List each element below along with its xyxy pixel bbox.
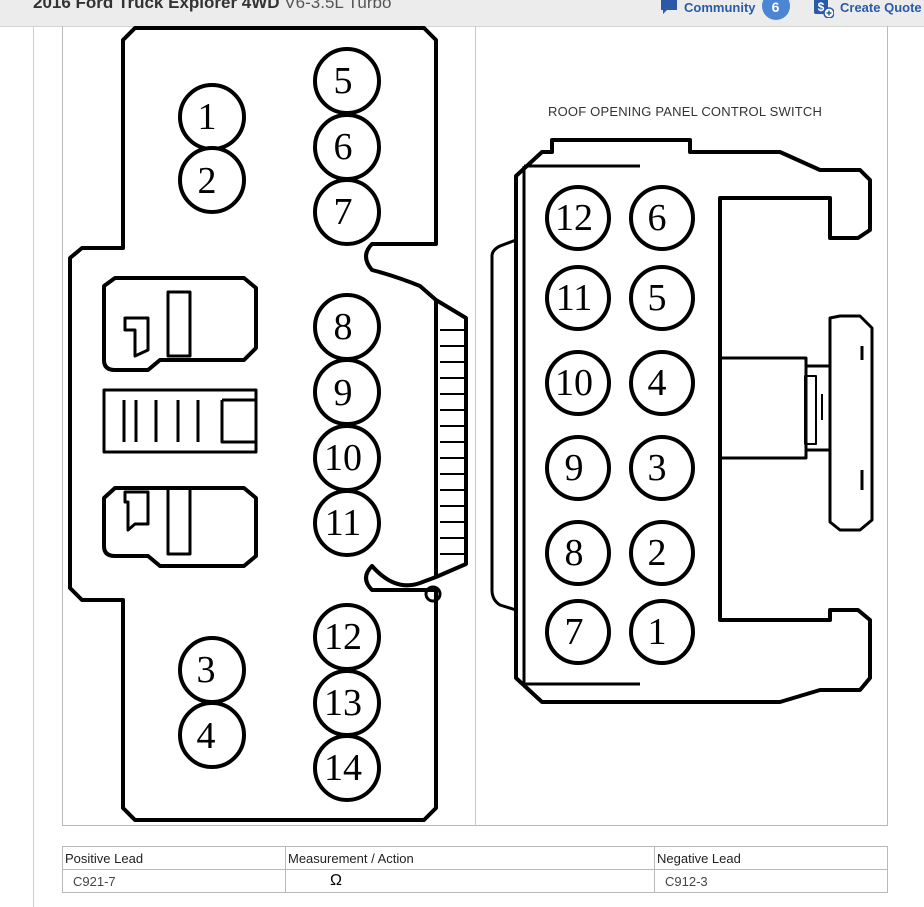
cell-measurement: Ω [285, 869, 655, 893]
pin-14: 14 [313, 734, 381, 802]
switch-pin-1: 1 [629, 599, 695, 665]
pin-label: 12 [324, 616, 362, 658]
pin-label: 5 [648, 277, 667, 319]
community-link[interactable]: Community 6 [660, 0, 790, 20]
pin-label: 5 [334, 60, 353, 102]
pin-8: 8 [313, 293, 381, 361]
switch-pin-12: 12 [545, 185, 611, 251]
switch-pin-4: 4 [629, 350, 695, 416]
pin-6: 6 [313, 113, 381, 181]
community-count-badge: 6 [761, 0, 790, 20]
chat-icon [661, 0, 677, 14]
pin-1: 1 [178, 83, 246, 151]
community-label: Community [684, 0, 756, 15]
page-left-rule [33, 26, 34, 907]
pin-label: 9 [565, 447, 584, 489]
switch-pins: 12 6 11 5 10 4 9 3 8 2 7 1 [545, 185, 695, 665]
pin-label: 11 [556, 277, 593, 319]
quote-dollar-icon: $ [814, 0, 834, 18]
pin-label: 7 [565, 611, 584, 653]
pin-label: 2 [198, 160, 217, 202]
measurement-table: Positive Lead Measurement / Action Negat… [62, 846, 888, 893]
pin-label: 2 [648, 532, 667, 574]
switch-pin-6: 6 [629, 185, 695, 251]
pin-label: 7 [334, 191, 353, 233]
header-negative-lead: Negative Lead [654, 846, 888, 870]
pin-11: 11 [313, 489, 381, 557]
cell-positive-lead: C921-7 [62, 869, 286, 893]
vehicle-model: 2016 Ford Truck Explorer 4WD [33, 0, 280, 12]
switch-pin-8: 8 [545, 520, 611, 586]
pin-3: 3 [178, 636, 246, 704]
pin-5: 5 [313, 47, 381, 115]
diagram-divider [475, 26, 476, 826]
switch-pin-9: 9 [545, 435, 611, 501]
pin-label: 3 [197, 649, 216, 691]
pin-label: 11 [325, 502, 362, 544]
pin-10: 10 [313, 424, 381, 492]
left-connector-body [68, 26, 438, 822]
pin-label: 12 [555, 197, 593, 239]
pin-label: 6 [334, 126, 353, 168]
cell-negative-lead: C912-3 [654, 869, 888, 893]
top-bar: 2016 Ford Truck Explorer 4WD V6-3.5L Tur… [0, 0, 924, 27]
pin-13: 13 [313, 669, 381, 737]
switch-title: ROOF OPENING PANEL CONTROL SWITCH [548, 104, 823, 119]
left-connector-pins: 1 2 3 4 5 6 7 8 9 10 11 12 13 14 [178, 47, 381, 802]
left-latch-lower [102, 486, 258, 568]
pin-label: 1 [198, 96, 217, 138]
switch-pin-11: 11 [545, 265, 611, 331]
header-positive-lead: Positive Lead [62, 846, 286, 870]
pin-7: 7 [313, 178, 381, 246]
pin-label: 14 [324, 747, 362, 789]
switch-pin-2: 2 [629, 520, 695, 586]
pin-12: 12 [313, 603, 381, 671]
pin-label: 8 [565, 532, 584, 574]
pin-label: 9 [334, 372, 353, 414]
pin-9: 9 [313, 358, 381, 426]
switch-pin-5: 5 [629, 265, 695, 331]
pin-label: 10 [324, 437, 362, 479]
switch-pin-7: 7 [545, 599, 611, 665]
switch-body [514, 138, 872, 704]
create-quote-button[interactable]: $ Create Quote [812, 0, 922, 19]
switch-pin-10: 10 [545, 350, 611, 416]
pin-label: 4 [648, 362, 667, 404]
pin-label: 13 [324, 682, 362, 724]
header-measurement: Measurement / Action [285, 846, 655, 870]
pin-label: 8 [334, 306, 353, 348]
switch-pin-3: 3 [629, 435, 695, 501]
pin-label: 10 [555, 362, 593, 404]
table-header-row: Positive Lead Measurement / Action Negat… [62, 846, 888, 870]
vehicle-engine: V6-3.5L Turbo [284, 0, 392, 12]
pin-label: 4 [197, 715, 216, 757]
pin-label: 1 [648, 611, 667, 653]
pin-2: 2 [178, 146, 246, 214]
svg-text:$: $ [818, 0, 825, 14]
pin-label: 3 [648, 447, 667, 489]
table-row: C921-7 Ω C912-3 [62, 869, 888, 893]
pin-4: 4 [178, 701, 246, 769]
left-latch-upper [102, 276, 258, 372]
pin-label: 6 [648, 197, 667, 239]
vehicle-title: 2016 Ford Truck Explorer 4WD V6-3.5L Tur… [33, 0, 391, 13]
create-quote-label: Create Quote [840, 0, 922, 15]
